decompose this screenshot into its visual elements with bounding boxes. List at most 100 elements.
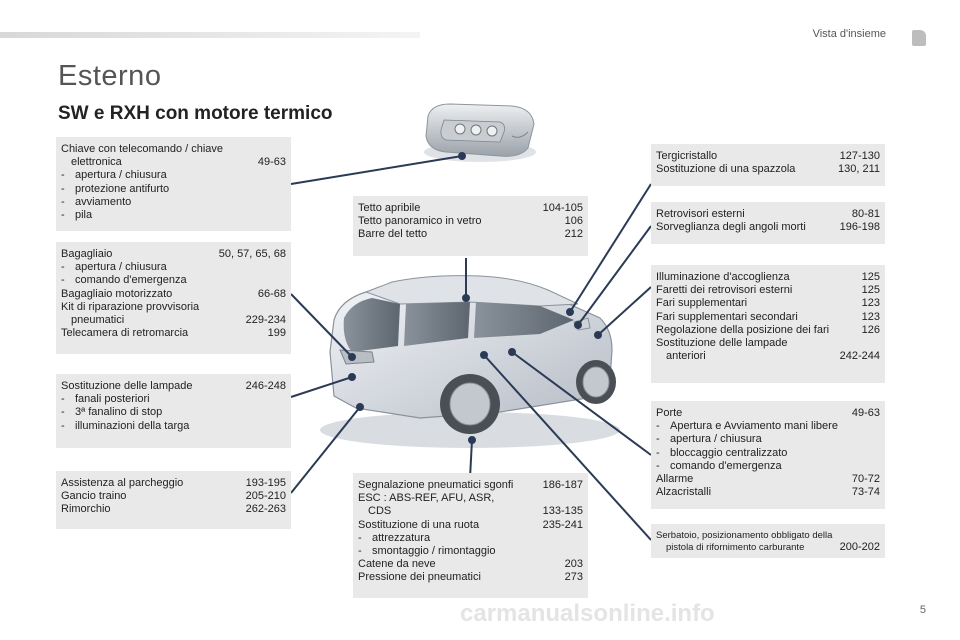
deflation-warning: Segnalazione pneumatici sgonfi (358, 479, 514, 491)
boot-title: Bagagliaio (61, 248, 113, 260)
repair-kit-cont: pneumatici (71, 314, 125, 327)
list-item: apertura / chiusura (75, 261, 167, 274)
page-ref: 200-202 (839, 540, 880, 553)
esc-line-cont: CDS (368, 505, 392, 518)
boot-pages: 50, 57, 65, 68 (218, 248, 286, 260)
fuel-line-cont: pistola di rifornimento carburante (666, 541, 805, 553)
page-ref: 70-72 (851, 473, 880, 486)
page-ref: 235-241 (542, 518, 583, 531)
roof-box: Tetto apribile 104-105 Tetto panoramico i… (353, 196, 588, 256)
list-item: avviamento (75, 195, 132, 208)
extra-lamps: Fari supplementari (656, 297, 748, 310)
page-ref: 123 (861, 310, 880, 323)
page-ref: 196-198 (839, 221, 880, 234)
page-ref: 212 (564, 228, 583, 241)
lights-box: Illuminazione d'accoglienza 125 Faretti d… (651, 265, 885, 383)
alarm: Allarme (656, 473, 694, 486)
page-title: Esterno (58, 60, 162, 92)
page-ref: 199 (267, 327, 286, 340)
front-bulbs-cont: anteriori (666, 350, 706, 363)
page-ref: 205-210 (245, 490, 286, 503)
page-ref: 262-263 (245, 503, 286, 516)
list-item: 3ª fanalino di stop (75, 406, 163, 419)
list-item: Apertura e Avviamento mani libere (670, 420, 838, 433)
page-ref: 130, 211 (837, 163, 880, 176)
roof-bars: Barre del tetto (358, 228, 428, 241)
page-ref: 66-68 (257, 287, 286, 300)
wipers-box: Tergicristallo 127-130 Sostituzione di un… (651, 144, 885, 186)
list-item: apertura / chiusura (75, 169, 167, 182)
page-ref: 126 (861, 323, 880, 336)
repair-kit: Kit di riparazione provvisoria (61, 300, 200, 313)
panoramic-roof: Tetto panoramico in vetro (358, 215, 482, 228)
page-tab-marker (912, 30, 926, 46)
park-assist: Assistenza al parcheggio (61, 477, 184, 489)
wipers: Tergicristallo (656, 150, 718, 162)
list-item: comando d'emergenza (75, 274, 187, 287)
list-item: protezione antifurto (75, 182, 170, 195)
list-item: comando d'emergenza (670, 459, 782, 472)
page-ref: 106 (564, 215, 583, 228)
key-fob-icon (424, 103, 536, 162)
page-ref: 193-195 (245, 477, 286, 489)
page-subtitle: SW e RXH con motore termico (58, 103, 333, 124)
page-ref: 104-105 (542, 202, 583, 214)
tyre-pressure: Pressione dei pneumatici (358, 571, 481, 584)
front-bulbs: Sostituzione delle lampade (656, 337, 788, 350)
page-ref: 49-63 (851, 407, 880, 419)
boot-motor: Bagagliaio motorizzato (61, 287, 173, 300)
list-item: apertura / chiusura (670, 433, 762, 446)
blind-spot: Sorveglianza degli angoli morti (656, 221, 806, 234)
mirror-lamps: Faretti dei retrovisori esterni (656, 284, 793, 297)
fuel-line: Serbatoio, posizionamento obbligato dell… (656, 530, 833, 541)
reverse-camera: Telecamera di retromarcia (61, 327, 189, 340)
watermark: carmanualsonline.info (460, 600, 715, 627)
page-number: 5 (919, 604, 926, 616)
page-ref: 125 (861, 271, 880, 283)
page-ref: 273 (564, 571, 583, 584)
page-ref: 242-244 (839, 350, 880, 363)
page-ref: 123 (861, 297, 880, 310)
door-mirrors: Retrovisori esterni (656, 208, 745, 220)
page-ref: 229-234 (245, 314, 286, 327)
page-ref: 133-135 (542, 505, 583, 518)
parking-box: Assistenza al parcheggio 193-195 Gancio t… (56, 471, 291, 529)
secondary-lamps: Fari supplementari secondari (656, 310, 798, 323)
welcome-lighting: Illuminazione d'accoglienza (656, 271, 790, 283)
trailer: Rimorchio (61, 503, 111, 516)
wheel-change: Sostituzione di una ruota (358, 518, 480, 531)
lamps-title: Sostituzione delle lampade (61, 380, 193, 392)
tow-hook: Gancio traino (61, 490, 127, 503)
esc-line: ESC : ABS-REF, AFU, ASR, (358, 492, 495, 505)
list-item: fanali posteriori (75, 393, 150, 406)
fuel-box: Serbatoio, posizionamento obbligato dell… (651, 524, 885, 558)
tyres-box: Segnalazione pneumatici sgonfi 186-187 ES… (353, 473, 588, 598)
key-title: Chiave con telecomando / chiave (61, 143, 224, 155)
section-title: Vista d'insieme (812, 28, 886, 40)
blade-replacement: Sostituzione di una spazzola (656, 163, 796, 176)
windows: Alzacristalli (656, 486, 712, 499)
doors-title: Porte (656, 407, 683, 419)
list-item: smontaggio / rimontaggio (372, 545, 496, 558)
list-item: attrezzatura (372, 531, 431, 544)
page-ref: 73-74 (851, 486, 880, 499)
sunroof: Tetto apribile (358, 202, 421, 214)
key-pages: 49-63 (257, 156, 286, 169)
car-rear-three-quarter (320, 275, 620, 448)
page-ref: 127-130 (839, 150, 880, 162)
page-ref: 125 (861, 284, 880, 297)
snow-chains: Catene da neve (358, 558, 436, 571)
key-title-cont: elettronica (71, 156, 122, 169)
key-box: Chiave con telecomando / chiave elettron… (56, 137, 291, 231)
header-bar (0, 32, 420, 38)
list-item: bloccaggio centralizzato (670, 446, 788, 459)
page-ref: 186-187 (542, 479, 583, 491)
headlamp-adjust: Regolazione della posizione dei fari (656, 323, 830, 336)
list-item: pila (75, 209, 93, 222)
list-item: illuminazioni della targa (75, 419, 190, 432)
